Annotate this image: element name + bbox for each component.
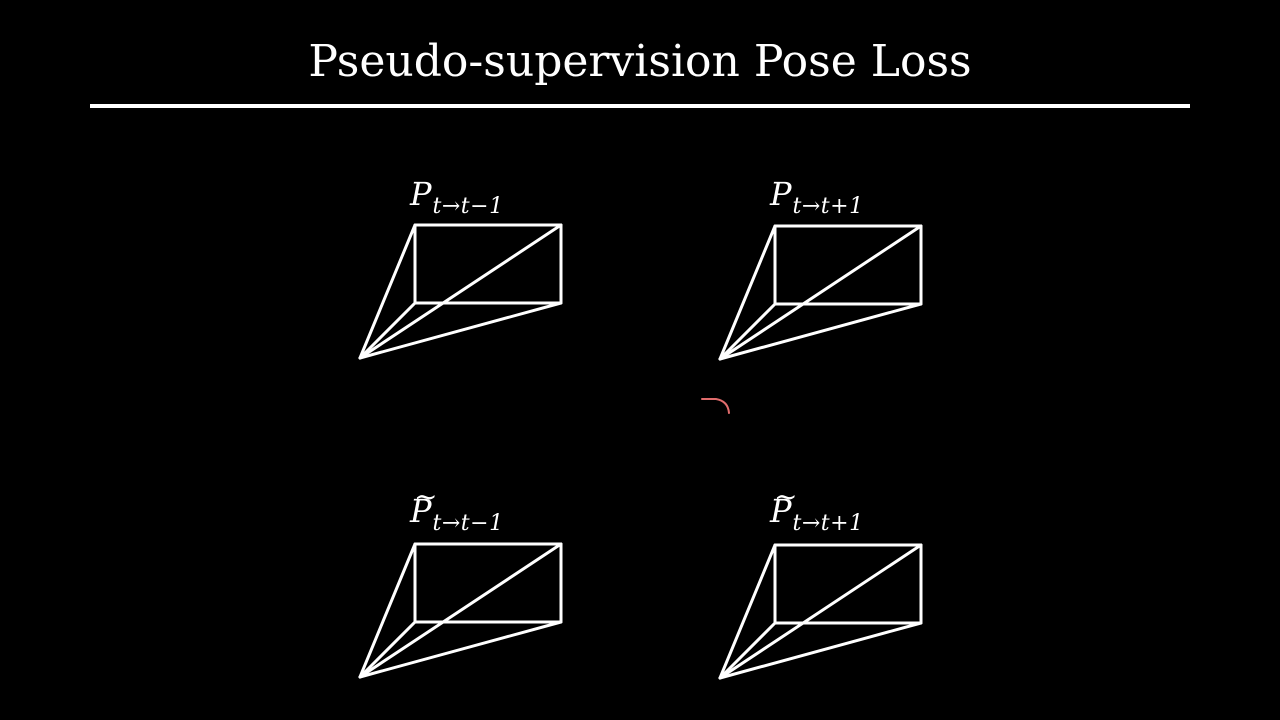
pose-symbol-with-tilde: P~ (770, 483, 797, 530)
pseudo-pose-label-next: P~t→t+1 (770, 483, 864, 535)
pseudo-pose-label-prev: P~t→t−1 (410, 483, 504, 535)
frustum-edge (718, 543, 923, 680)
frustum-edge (718, 621, 777, 680)
frustum-edge (358, 301, 417, 360)
frustum-image-plane (773, 543, 923, 625)
frustum-edge (358, 223, 417, 360)
frustum-edge (358, 620, 417, 679)
pose-label-prev: Pt→t−1 (410, 175, 504, 218)
pose-symbol: P (770, 175, 792, 213)
pose-label-next: Pt→t+1 (770, 175, 864, 218)
pose-subscript: t→t−1 (432, 194, 504, 219)
frustum-edge (718, 302, 923, 361)
camera-frustum-prev (358, 223, 563, 360)
frustum-edge (358, 542, 563, 679)
frustum-edge (358, 301, 563, 360)
pose-subscript: t→t−1 (432, 511, 504, 536)
frustum-edge (358, 223, 563, 360)
frustum-image-plane (413, 223, 563, 305)
tilde-accent: ~ (774, 480, 798, 513)
frustum-edge (718, 621, 923, 680)
pose-subscript: t→t+1 (792, 194, 864, 219)
frustum-edge (718, 543, 777, 680)
pose-subscript: t→t+1 (792, 511, 864, 536)
tilde-accent: ~ (414, 480, 438, 513)
frustum-edge (718, 302, 777, 361)
pseudo-camera-frustum-prev (358, 542, 563, 679)
pose-symbol: P (410, 175, 432, 213)
pose-symbol-with-tilde: P~ (410, 483, 437, 530)
pose-symbol: P (410, 492, 432, 530)
frustum-image-plane (413, 542, 563, 624)
camera-frustum-next (718, 224, 923, 361)
frustum-edge (358, 620, 563, 679)
frustum-edge (718, 224, 923, 361)
pose-symbol: P (770, 492, 792, 530)
frustum-edge (718, 224, 777, 361)
frustum-image-plane (773, 224, 923, 306)
title-underline (90, 104, 1190, 108)
slide-title: Pseudo-supervision Pose Loss (308, 36, 972, 87)
frustum-edge (358, 542, 417, 679)
pointer-stroke (701, 398, 730, 414)
pseudo-camera-frustum-next (718, 543, 923, 680)
